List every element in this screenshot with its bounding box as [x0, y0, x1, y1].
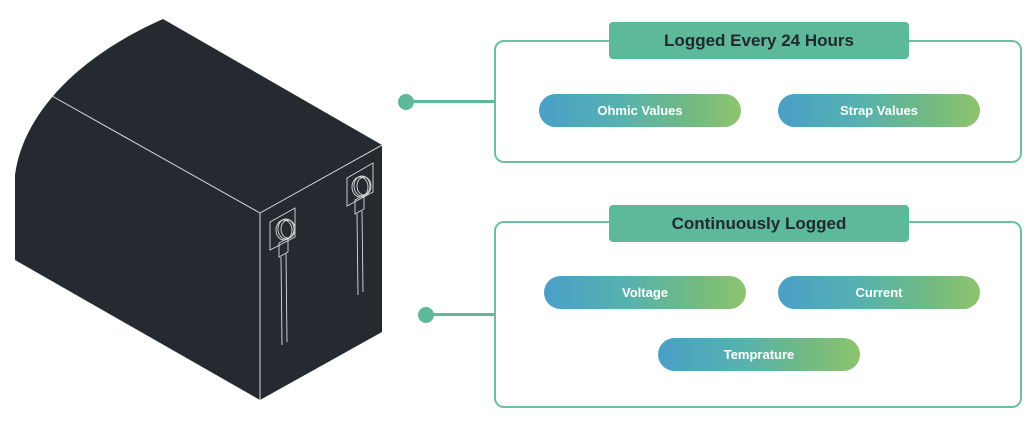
battery-illustration — [15, 19, 383, 400]
group-continuous-title: Continuously Logged — [609, 205, 909, 242]
connector-dot-bottom — [418, 307, 434, 323]
group-continuous-box — [494, 221, 1022, 408]
metric-pill-voltage: Voltage — [544, 276, 746, 309]
metric-pill-strap-values: Strap Values — [778, 94, 980, 127]
connector-dot-top — [398, 94, 414, 110]
connector-line-bottom — [430, 313, 496, 316]
group-daily-title: Logged Every 24 Hours — [609, 22, 909, 59]
metric-pill-temperature: Temprature — [658, 338, 860, 371]
battery-front-top-edge — [259, 144, 383, 214]
metric-pill-current: Current — [778, 276, 980, 309]
battery-top-edge — [51, 95, 261, 214]
connector-line-top — [410, 100, 496, 103]
terminal-right — [346, 162, 374, 296]
metric-pill-ohmic-values: Ohmic Values — [539, 94, 741, 127]
terminal-left — [269, 207, 296, 346]
battery-body — [15, 19, 382, 400]
